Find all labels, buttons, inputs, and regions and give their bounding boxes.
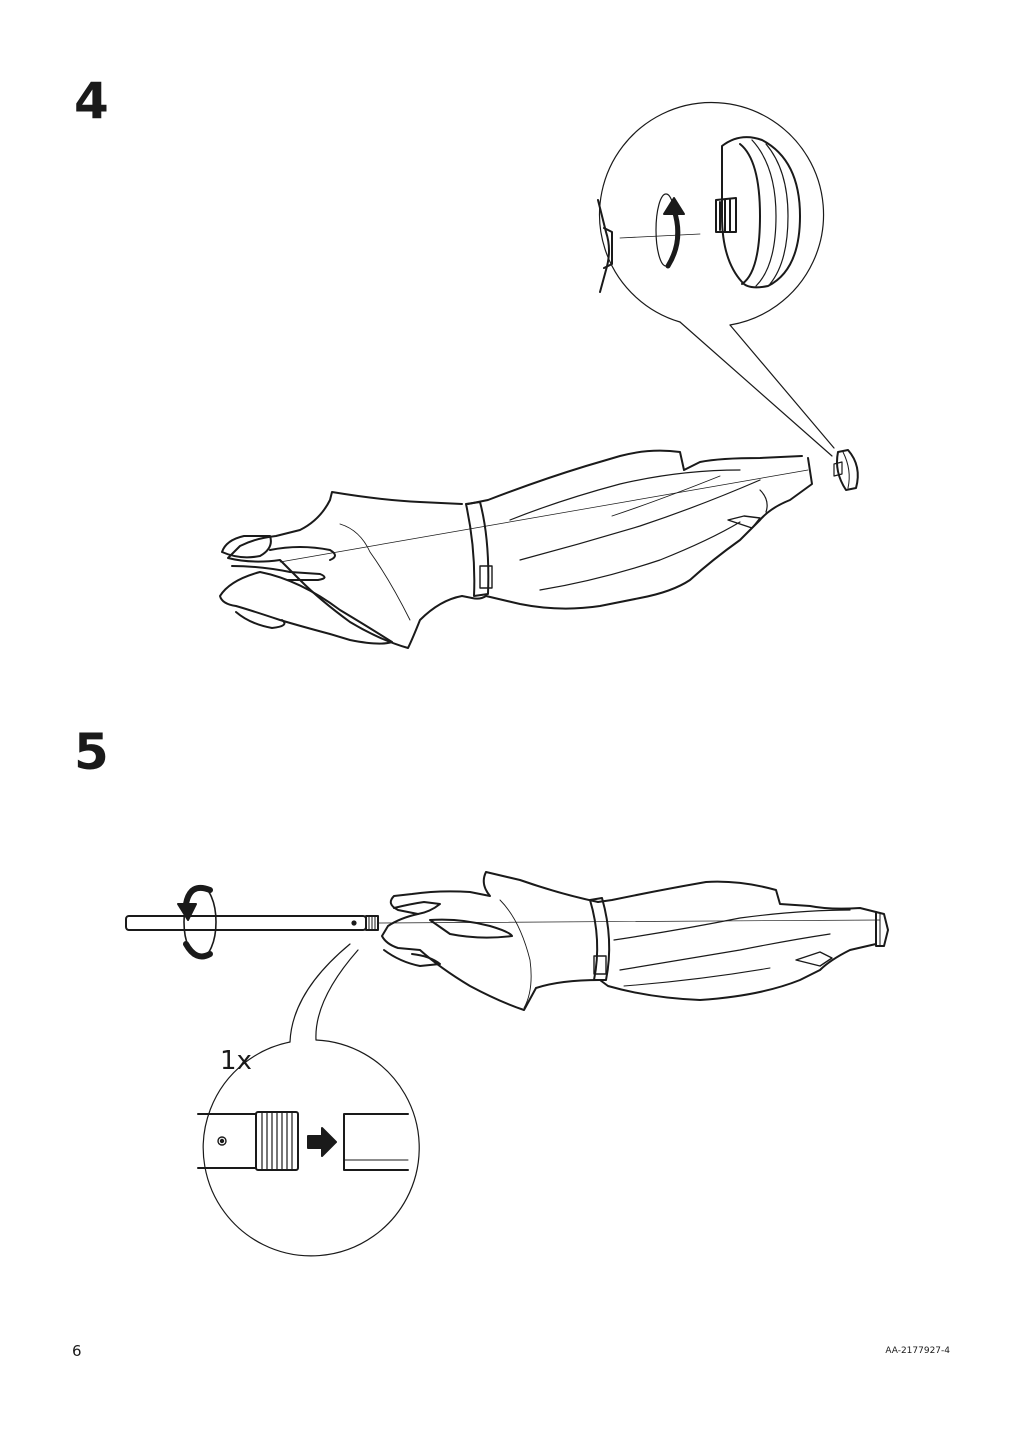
pole	[125, 915, 881, 931]
quantity-label: 1x	[220, 1046, 252, 1076]
page-number: 6	[72, 1342, 82, 1360]
folded-umbrella	[219, 449, 813, 649]
step-5-number: 5	[74, 723, 109, 781]
cap-detail-callout	[597, 101, 835, 457]
umbrella-cap	[833, 449, 859, 491]
umbrella-cap-unscrew-illustration	[219, 101, 859, 649]
folded-umbrella	[381, 871, 889, 1011]
document-code: AA-2177927-4	[885, 1346, 950, 1356]
thread-detail-callout	[197, 943, 420, 1257]
umbrella-pole-screw-illustration	[125, 871, 889, 1257]
rotate-arrow-icon	[177, 884, 217, 960]
step-4-number: 4	[74, 72, 109, 130]
